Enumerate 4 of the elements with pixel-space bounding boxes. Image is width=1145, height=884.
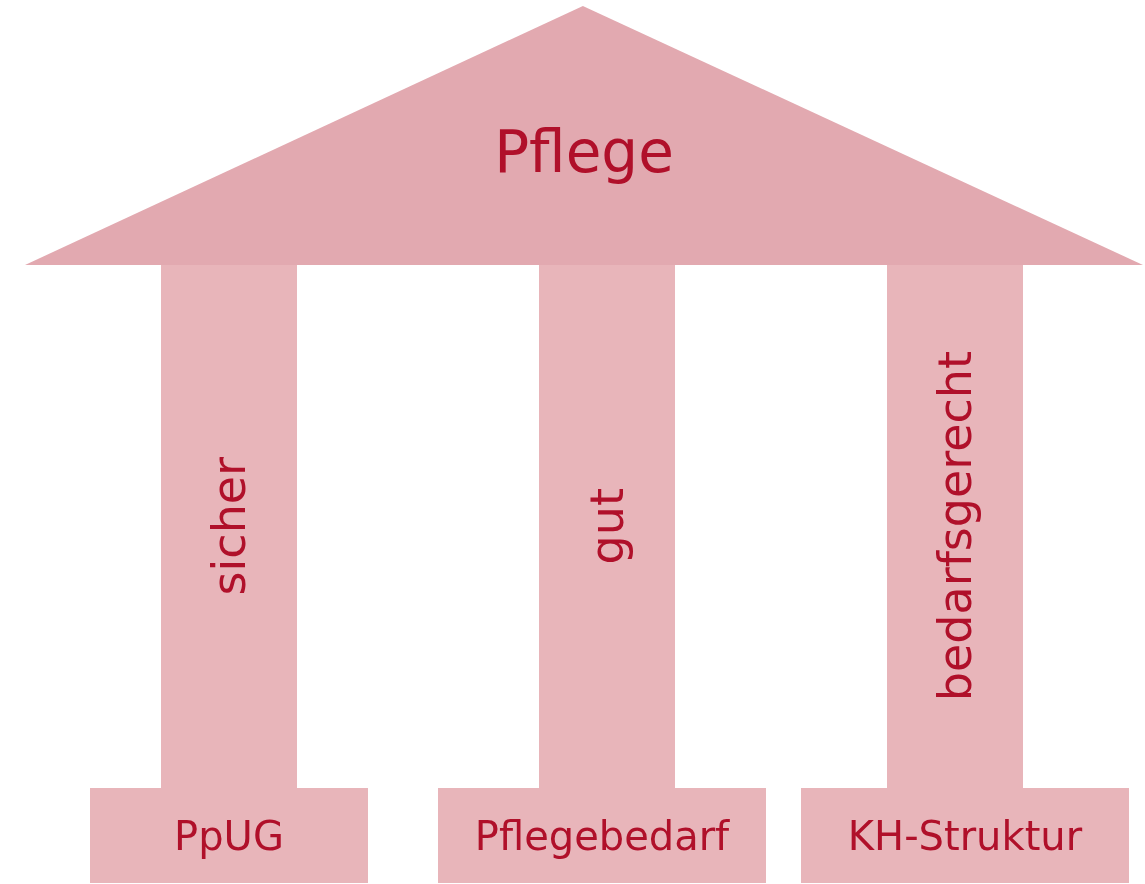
pillar-base: PpUG xyxy=(90,788,368,883)
roof-label: Pflege xyxy=(494,118,674,186)
pillar-base: Pflegebedarf xyxy=(438,788,766,883)
pillar-base: KH-Struktur xyxy=(801,788,1129,883)
